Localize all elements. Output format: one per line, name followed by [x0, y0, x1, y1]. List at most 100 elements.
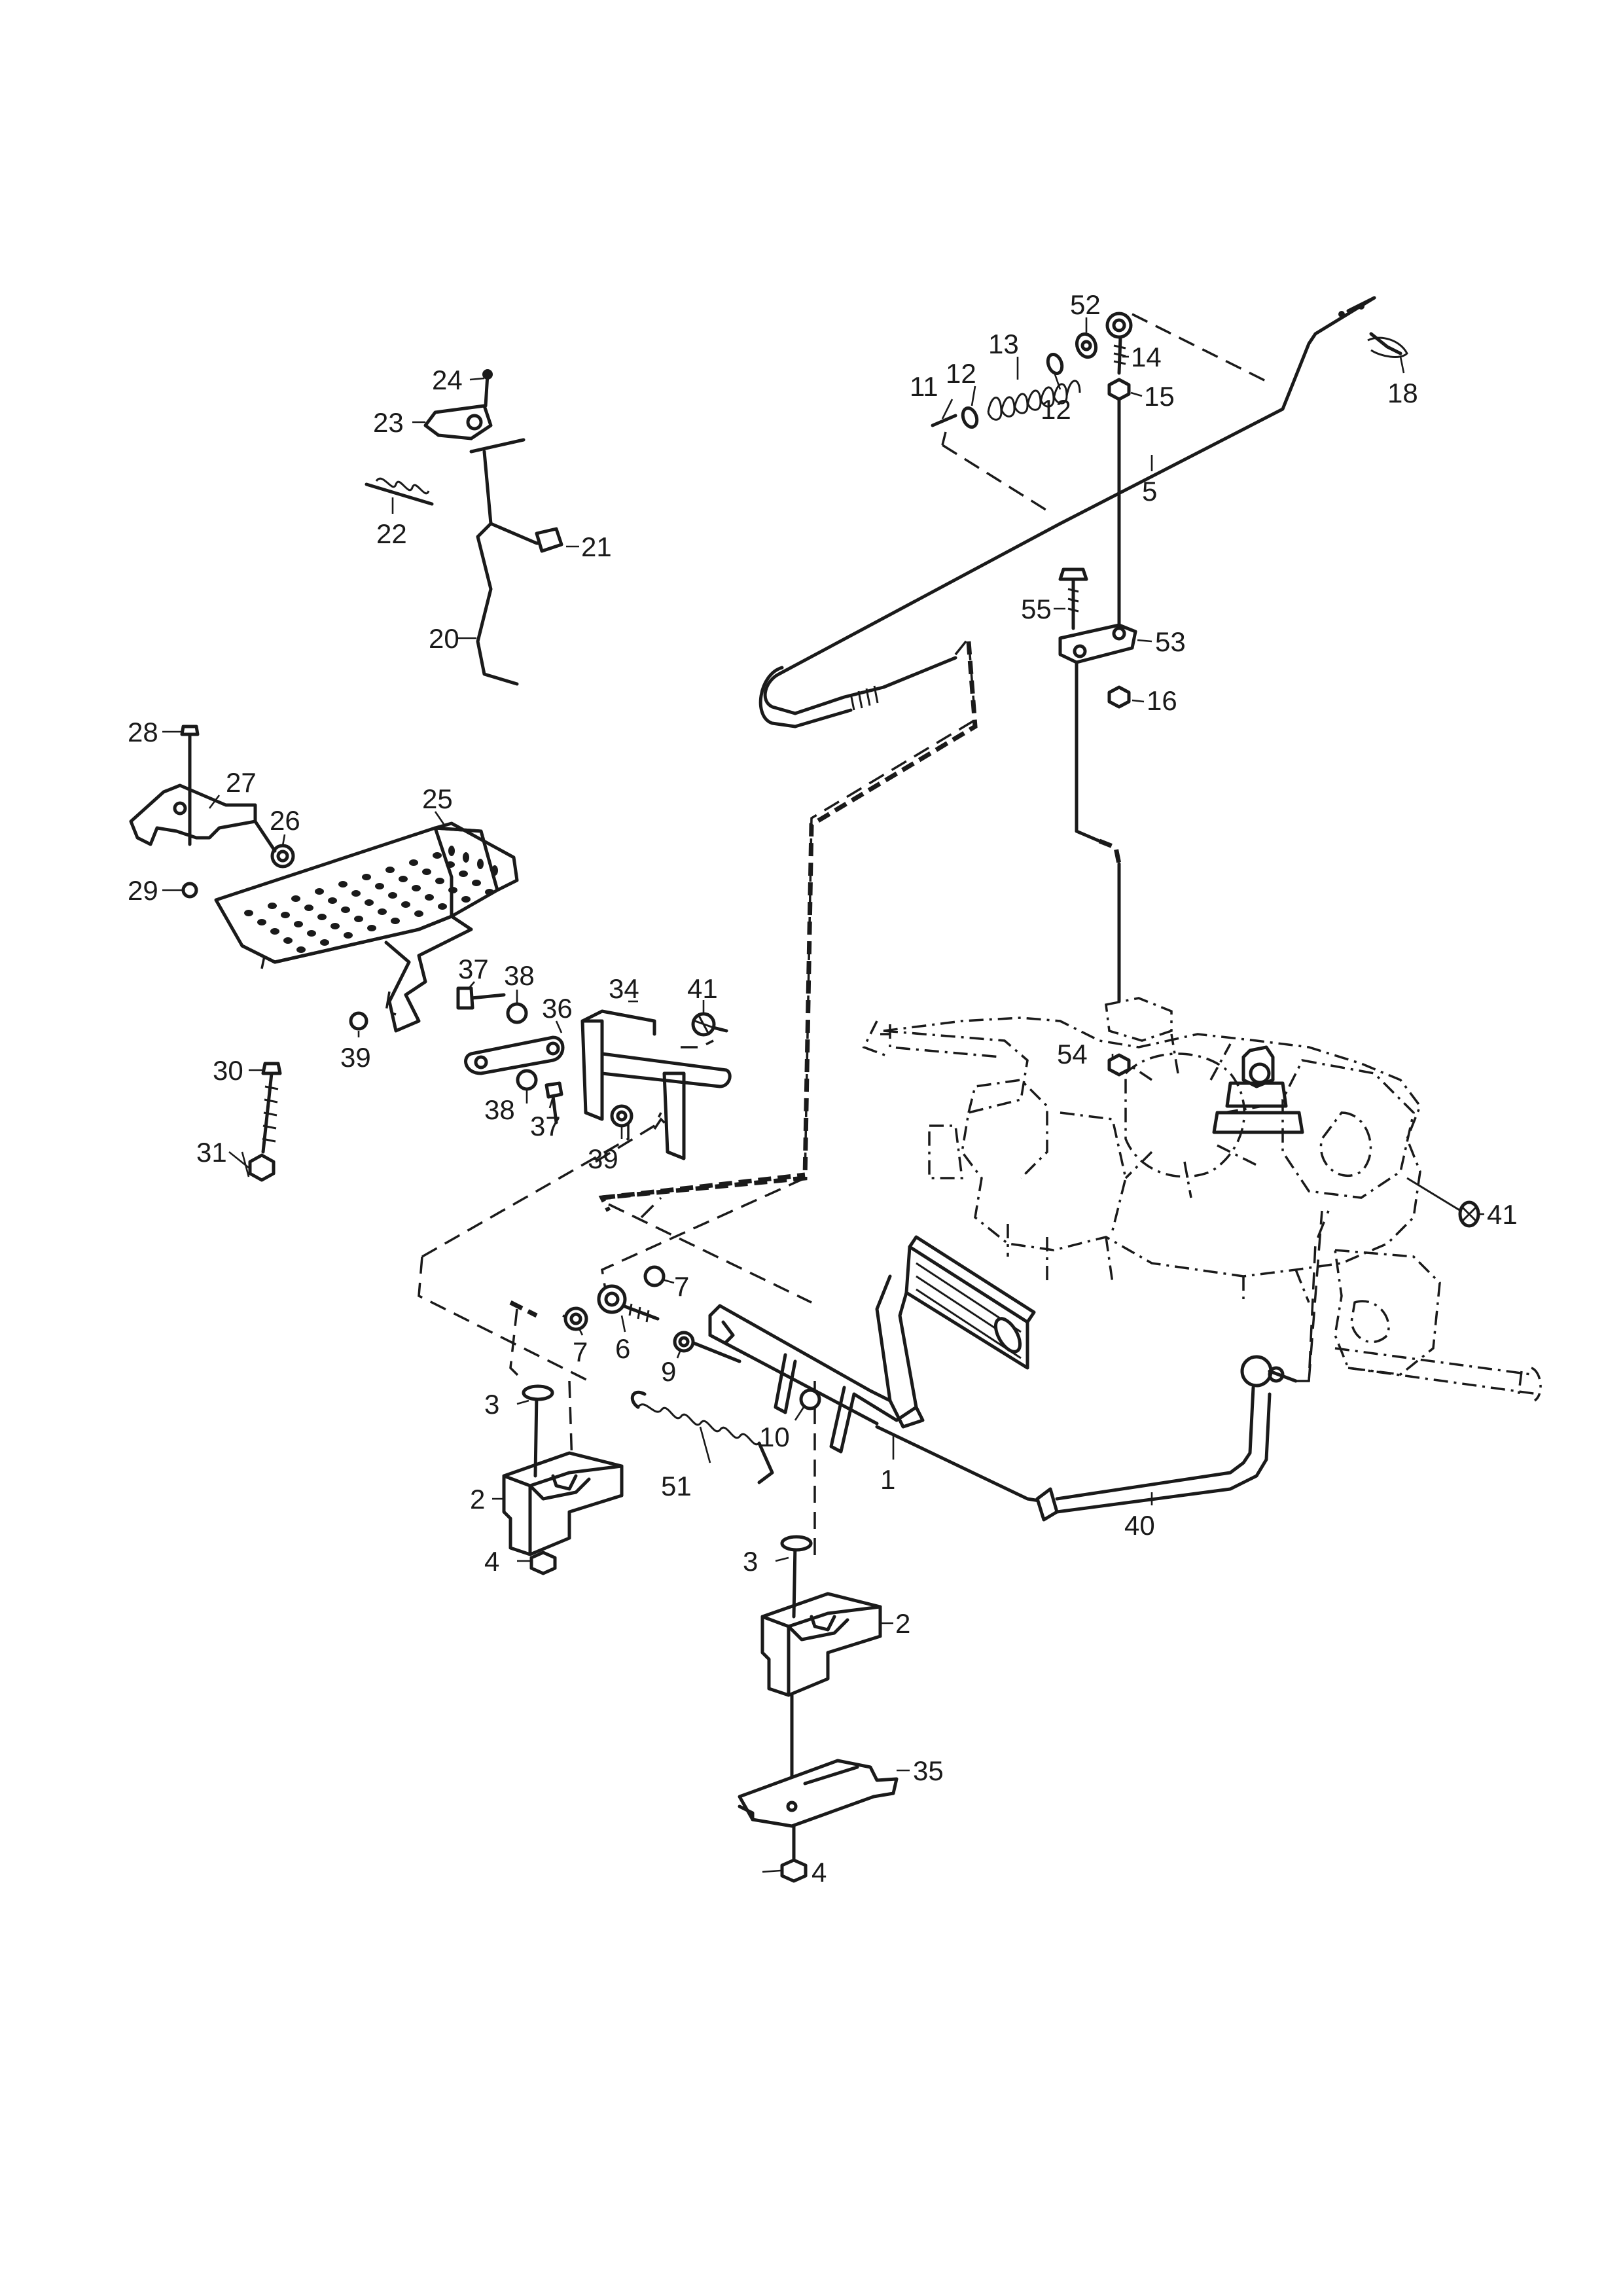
- callout-40: 40: [1124, 1510, 1155, 1541]
- callout-16: 16: [1147, 685, 1177, 716]
- callout-9: 9: [661, 1356, 676, 1387]
- part-55-bolt-head: [1058, 567, 1088, 581]
- callout-labels: 1 2 2 3 3 4 4 5 6 7 7 9 10 11 12 12 13 1…: [128, 289, 1518, 1888]
- footplate-hole: [399, 876, 408, 882]
- part-31-nut: [248, 1153, 276, 1182]
- part-4b-nut: [780, 1858, 808, 1883]
- part-5-rod: [758, 296, 1376, 728]
- footplate-side-hole: [491, 865, 498, 876]
- footplate-hole: [328, 897, 337, 904]
- footplate-hole: [459, 870, 468, 877]
- part-1-arm: [875, 1274, 925, 1429]
- footplate-hole: [283, 937, 293, 944]
- callout-41: 41: [687, 973, 718, 1004]
- parts-20-24: [365, 369, 563, 686]
- footplate-hole: [304, 905, 313, 911]
- transaxle-ghost: [862, 997, 1542, 1402]
- footplate-hole: [294, 921, 303, 927]
- callout-12: 12: [1041, 394, 1071, 425]
- part-38b-washer: [516, 1069, 538, 1091]
- part-39a-washer: [349, 1011, 368, 1031]
- part-12b-washer: [1046, 352, 1064, 376]
- callout-4: 4: [812, 1857, 827, 1888]
- footplate-hole: [412, 885, 421, 891]
- footplate-hole: [401, 901, 410, 908]
- footplate-hole: [351, 890, 361, 897]
- part-38a-washer: [506, 1002, 528, 1024]
- callout-26: 26: [270, 805, 300, 836]
- callout-20: 20: [429, 623, 459, 654]
- part-41b-clip: [1406, 1177, 1480, 1228]
- part-52-washer: [1075, 332, 1098, 359]
- part-13-spring: [987, 380, 1081, 413]
- callout-7: 7: [674, 1271, 689, 1302]
- part-14-eyebolt: [1105, 312, 1133, 339]
- part-29-washer: [181, 882, 198, 899]
- footplate-hole: [391, 918, 400, 924]
- part-18-clip: [1369, 332, 1402, 355]
- callout-3: 3: [743, 1546, 758, 1577]
- footplate-hole: [317, 914, 327, 920]
- footplate-hole: [378, 908, 387, 915]
- part-22-spring: [375, 477, 430, 495]
- part-22-spring-axis: [365, 482, 434, 506]
- callout-7: 7: [573, 1336, 588, 1367]
- part-12a-washer: [961, 406, 979, 429]
- part-1-shaft: [708, 1304, 892, 1403]
- footplate-side-hole: [463, 852, 469, 863]
- footplate-hole: [435, 878, 444, 884]
- callout-10: 10: [759, 1422, 790, 1452]
- callout-23: 23: [373, 407, 404, 438]
- parts-1-10-51: [563, 1235, 1036, 1484]
- part-6-eyebolt: [597, 1284, 627, 1314]
- footplate-hole: [315, 888, 324, 895]
- part-20-rod: [476, 450, 519, 686]
- callout-27: 27: [226, 767, 257, 798]
- footplate-hole: [291, 895, 300, 902]
- part-16-nut: [1107, 685, 1131, 709]
- part-34-shaft: [600, 1052, 732, 1088]
- parts-34-41: [349, 986, 732, 1160]
- footplate-hole: [461, 896, 471, 903]
- footplate-hole: [354, 916, 363, 922]
- callout-6: 6: [615, 1333, 630, 1364]
- callout-15: 15: [1144, 381, 1175, 412]
- footplate-hole: [414, 910, 423, 917]
- footplate-side-hole: [477, 859, 484, 869]
- footplate-hole: [320, 939, 329, 946]
- callout-28: 28: [128, 717, 158, 747]
- footplate-hole: [422, 869, 431, 875]
- footplate-hole: [485, 889, 494, 895]
- footplate-side-hole: [448, 846, 455, 856]
- part-36-link: [464, 1035, 565, 1075]
- leader-lines: [162, 317, 1484, 1873]
- callout-51: 51: [661, 1471, 692, 1501]
- footplate-hole: [388, 892, 397, 899]
- parts-53-55-16: [1058, 567, 1137, 1077]
- part-2a-block: [502, 1451, 624, 1556]
- part-15-nut: [1107, 378, 1131, 401]
- callout-3: 3: [484, 1389, 499, 1420]
- part-3a-bolt: [533, 1392, 539, 1478]
- callout-35: 35: [913, 1755, 944, 1786]
- parts-2-4-lower-left: [502, 1384, 624, 1575]
- part-20-handle: [469, 438, 526, 454]
- callout-34: 34: [609, 973, 639, 1004]
- part-24-screw: [484, 372, 490, 408]
- footplate-hole: [365, 899, 374, 906]
- part-54-nut: [1107, 1053, 1131, 1077]
- callout-36: 36: [542, 993, 573, 1024]
- part-10-nut: [799, 1388, 821, 1410]
- part-11-pin: [931, 414, 957, 427]
- callout-4: 4: [484, 1546, 499, 1577]
- footplate-hole: [367, 925, 376, 931]
- callout-11: 11: [910, 371, 938, 402]
- callout-29: 29: [128, 875, 158, 906]
- callout-38: 38: [484, 1094, 515, 1125]
- footplate-hole: [257, 919, 266, 925]
- part-27-bracket: [129, 783, 257, 846]
- footplate-hole: [338, 881, 348, 888]
- callout-54: 54: [1057, 1039, 1088, 1069]
- link-rod: [1075, 660, 1101, 843]
- footplate-hole: [438, 903, 447, 910]
